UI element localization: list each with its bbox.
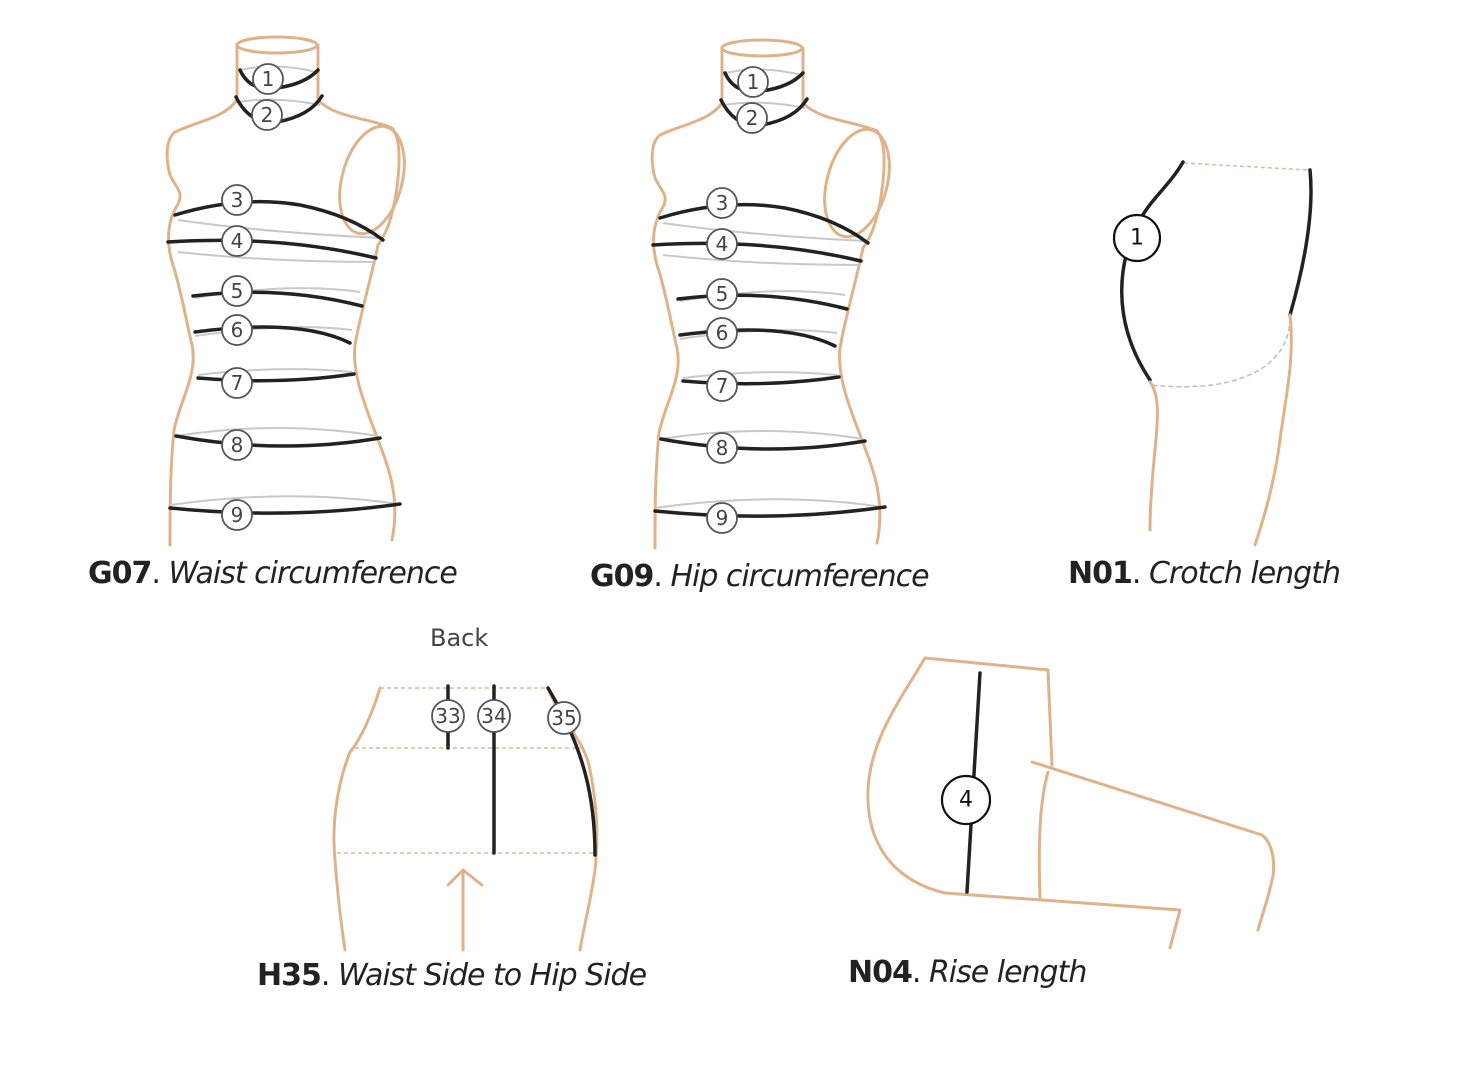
svg-text:4: 4 [959, 788, 973, 813]
caption-n01: N01. Crotch length [1068, 556, 1341, 591]
caption-code: G07 [88, 556, 152, 591]
caption-code: N01 [1068, 556, 1133, 591]
caption-title: Waist Side to Hip Side [337, 958, 647, 993]
caption-code: H35 [257, 958, 322, 993]
caption-title: Rise length [928, 955, 1087, 990]
figure-n04-rise: 4 [866, 656, 1276, 950]
svg-text:35: 35 [551, 706, 576, 730]
figure-n01-crotch: 1 [1112, 160, 1313, 547]
caption-title: Waist circumference [168, 556, 457, 591]
caption-code: N04 [848, 955, 913, 990]
svg-text:1: 1 [1130, 226, 1144, 251]
figure-g07-mannequin [165, 35, 417, 547]
caption-n04: N04. Rise length [848, 955, 1087, 990]
caption-title: Crotch length [1148, 556, 1341, 591]
figure-g09-mannequin [650, 38, 902, 550]
back-view-label: Back [430, 624, 489, 652]
svg-text:34: 34 [481, 704, 506, 728]
caption-h35: H35. Waist Side to Hip Side [257, 958, 647, 993]
svg-text:33: 33 [435, 704, 460, 728]
caption-title: Hip circumference [670, 559, 929, 594]
caption-code: G09 [590, 559, 654, 594]
figure-h35-back: 33 34 35 [332, 684, 599, 952]
caption-g09: G09. Hip circumference [590, 559, 930, 594]
caption-g07: G07. Waist circumference [88, 556, 458, 591]
